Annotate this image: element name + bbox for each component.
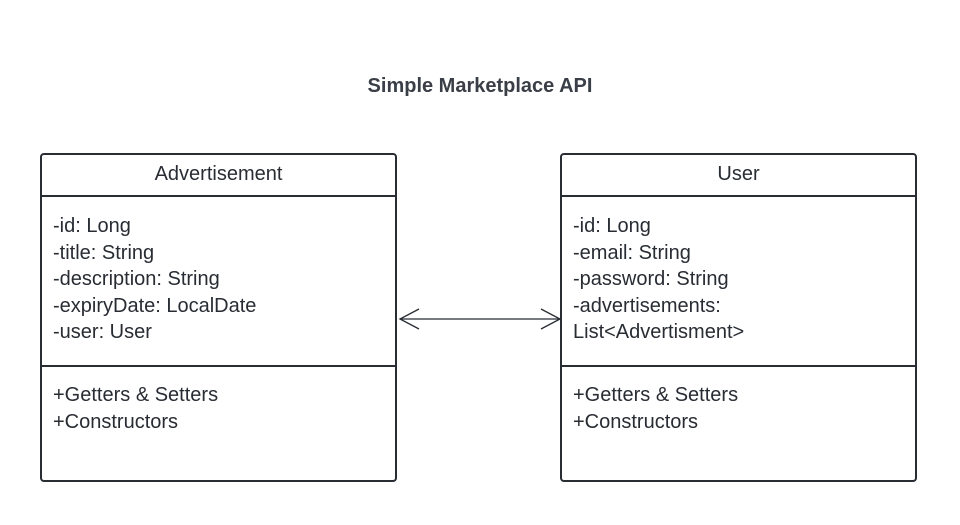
attribute: -advertisements: — [573, 294, 721, 317]
class-user: User -id: Long -email: String -password:… — [560, 153, 917, 482]
diagram-title: Simple Marketplace API — [367, 75, 593, 97]
method: +Constructors — [573, 410, 699, 433]
attribute: -user: User — [53, 321, 152, 343]
attribute: -email: String — [573, 241, 691, 264]
attributes-section: -id: Long -title: String -description: S… — [42, 197, 395, 367]
methods-section: +Getters & Setters +Constructors — [562, 367, 915, 435]
attributes-section: -id: Long -email: String -password: Stri… — [562, 197, 915, 367]
attribute: -description: String — [53, 268, 220, 290]
method: +Constructors — [53, 410, 179, 433]
arrowhead-left-icon — [398, 308, 420, 330]
attribute: -expiryDate: LocalDate — [53, 294, 257, 317]
attribute: List<Advertisment> — [573, 321, 745, 343]
class-name: User — [562, 155, 915, 197]
methods-section: +Getters & Setters +Constructors — [42, 367, 395, 435]
attribute: -password: String — [573, 268, 729, 290]
class-advertisement: Advertisement -id: Long -title: String -… — [40, 153, 397, 482]
arrowhead-right-icon — [540, 308, 562, 330]
method: +Getters & Setters — [573, 384, 739, 406]
attribute: -id: Long — [53, 215, 131, 237]
attribute: -id: Long — [573, 215, 651, 237]
class-name: Advertisement — [42, 155, 395, 197]
attribute: -title: String — [53, 241, 155, 264]
method: +Getters & Setters — [53, 384, 219, 406]
